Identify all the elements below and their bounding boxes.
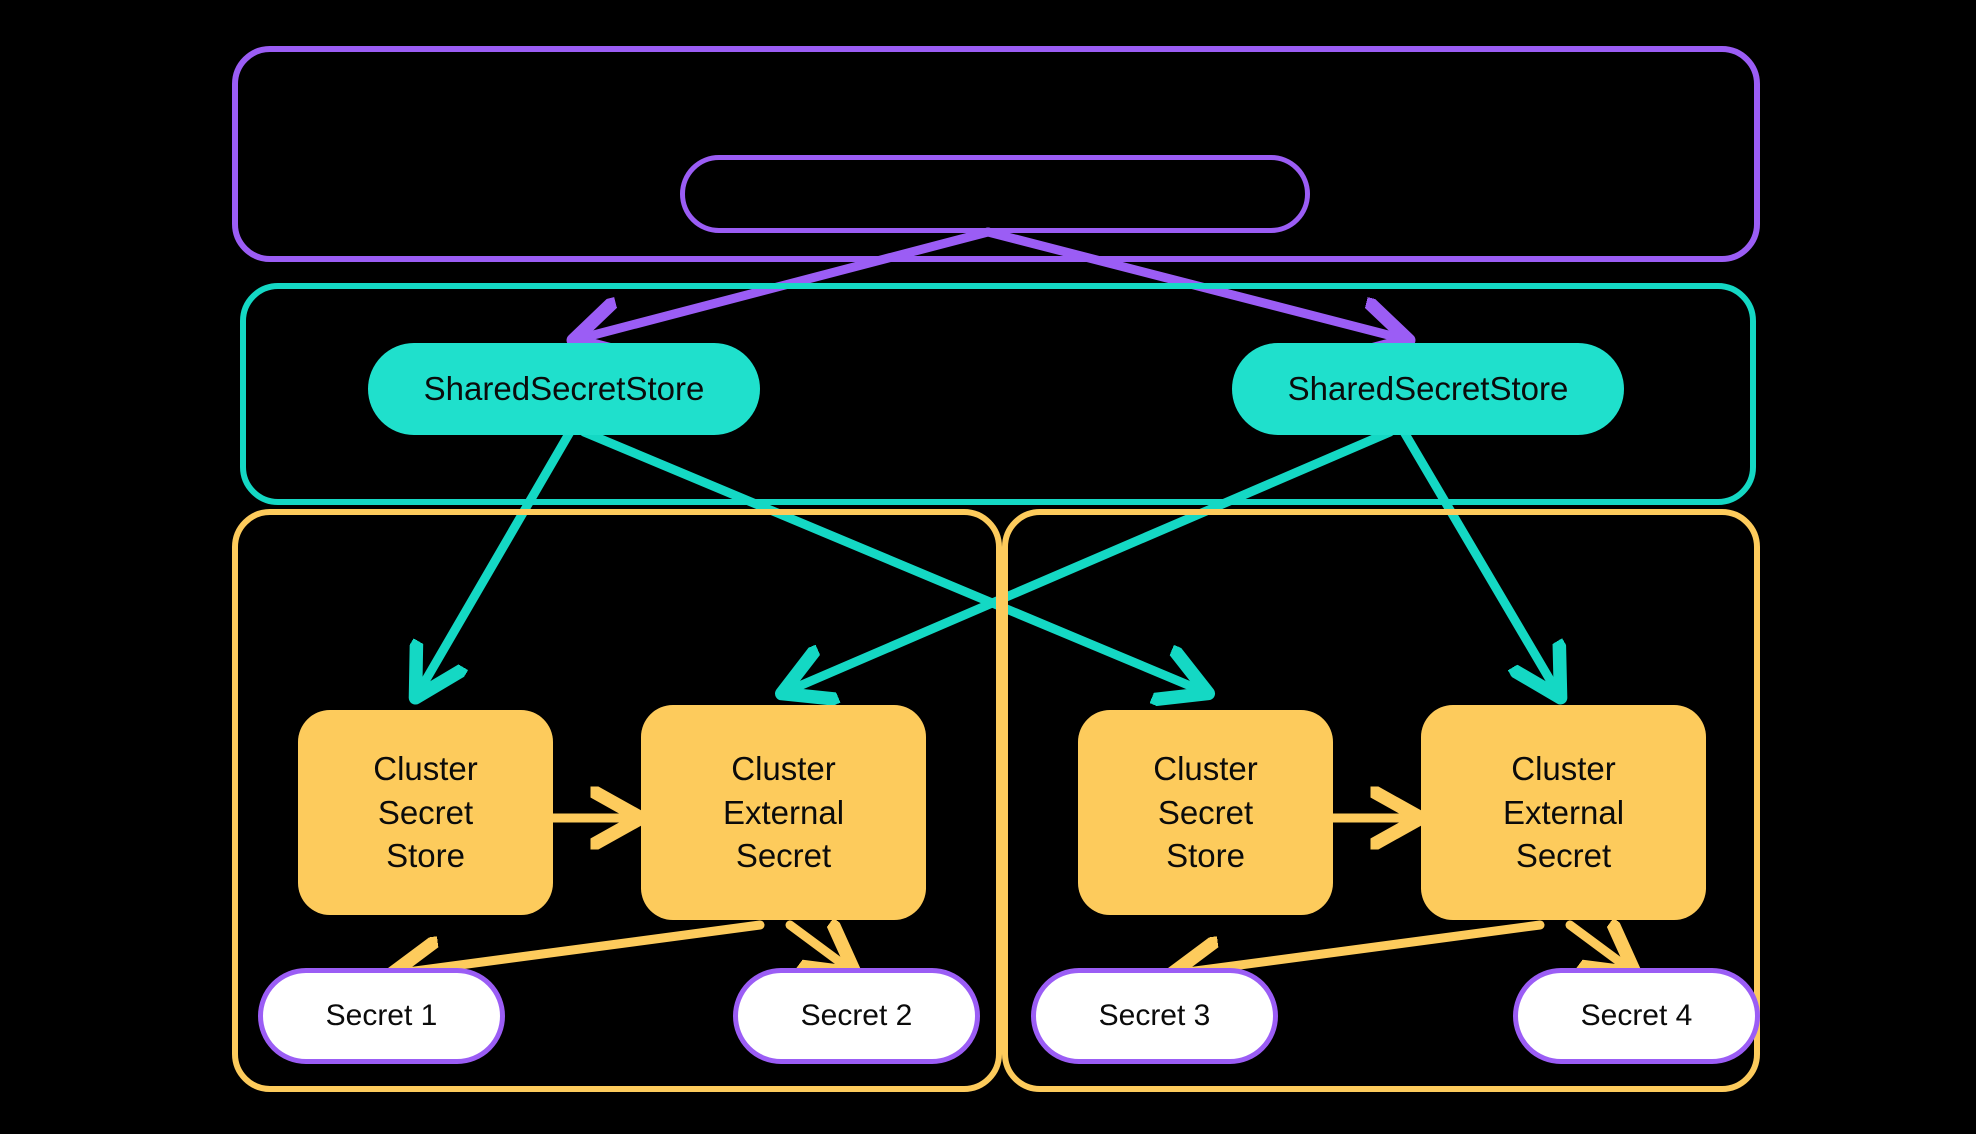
edge-shared-left-to-ces-right xyxy=(579,427,1200,690)
edge-shared-right-to-css-right xyxy=(1399,427,1556,690)
secret-3-label: Secret 3 xyxy=(1098,999,1211,1033)
cluster-group-right xyxy=(1002,509,1760,1092)
shared-secret-store-right[interactable]: SharedSecretStore xyxy=(1232,343,1624,435)
secret-2-label: Secret 2 xyxy=(800,999,913,1033)
cluster-secret-store-right[interactable]: Cluster Secret Store xyxy=(1078,710,1333,915)
secret-2[interactable]: Secret 2 xyxy=(733,968,980,1064)
cluster-external-secret-left[interactable]: Cluster External Secret xyxy=(641,705,926,920)
cluster-secret-store-right-label: Cluster Secret Store xyxy=(1153,750,1258,875)
edge-ces-left-to-secret1 xyxy=(400,920,765,973)
secret-4-label: Secret 4 xyxy=(1580,999,1693,1033)
cluster-secret-store-left[interactable]: Cluster Secret Store xyxy=(298,710,553,915)
cluster-secret-store-left-label: Cluster Secret Store xyxy=(373,750,478,875)
operator-group xyxy=(232,46,1760,262)
edge-ces-left-to-secret2 xyxy=(785,925,848,968)
edge-shared-right-to-ces-left xyxy=(790,427,1395,690)
cluster-group-left xyxy=(232,509,1002,1092)
shared-secret-store-right-label: SharedSecretStore xyxy=(1287,370,1569,408)
cluster-external-secret-right-label: Cluster External Secret xyxy=(1502,750,1625,875)
shared-store-group xyxy=(240,283,1756,505)
edge-ces-right-to-secret3 xyxy=(1180,920,1545,973)
shared-secret-store-left-label: SharedSecretStore xyxy=(423,370,705,408)
operator-pill[interactable] xyxy=(680,155,1310,233)
secret-1[interactable]: Secret 1 xyxy=(258,968,505,1064)
secret-3[interactable]: Secret 3 xyxy=(1031,968,1278,1064)
cluster-external-secret-left-label: Cluster External Secret xyxy=(722,750,845,875)
shared-secret-store-left[interactable]: SharedSecretStore xyxy=(368,343,760,435)
edge-ces-right-to-secret4 xyxy=(1565,925,1628,968)
secret-1-label: Secret 1 xyxy=(325,999,438,1033)
secret-4[interactable]: Secret 4 xyxy=(1513,968,1760,1064)
edge-shared-left-to-css-left xyxy=(420,427,575,690)
cluster-external-secret-right[interactable]: Cluster External Secret xyxy=(1421,705,1706,920)
